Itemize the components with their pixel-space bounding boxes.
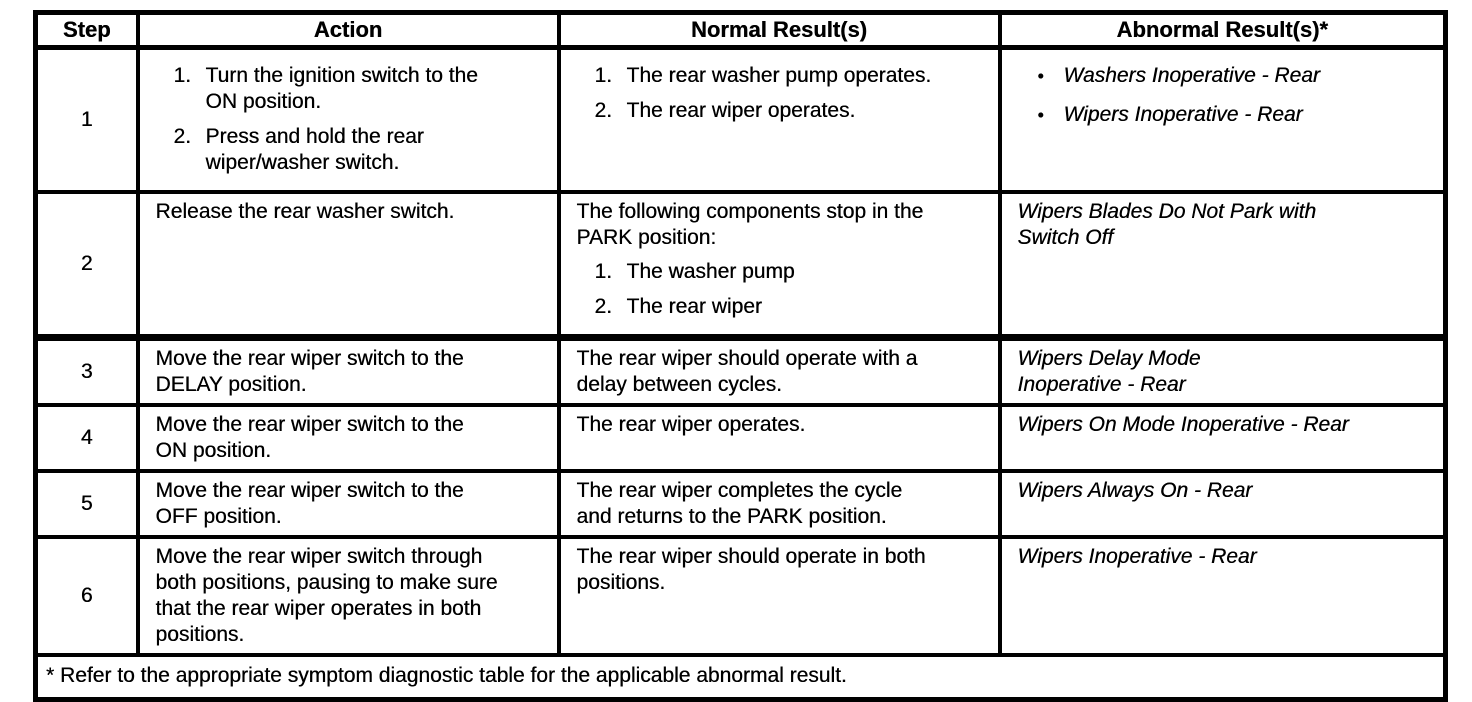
document-page: Step Action Normal Result(s) Abnormal Re… [33, 10, 1448, 702]
list-item: 2. Press and hold the rear wiper/washer s… [174, 124, 549, 176]
cell-text: The rear wiper operates. [576, 413, 806, 436]
list-item-text: The rear wiper [626, 295, 762, 318]
abnormal-cell: Wipers Always On - Rear [997, 469, 1448, 539]
table-header: Step Action Normal Result(s) Abnormal Re… [33, 10, 1448, 50]
list-item-text: Turn the ignition switch to the ON posit… [205, 64, 478, 113]
column-header-action: Action [135, 10, 561, 50]
list-item-text: The rear wiper operates. [626, 99, 856, 122]
step-cell: 1 [33, 45, 140, 194]
normal-cell: The rear wiper should operate in both po… [556, 535, 1002, 657]
list-item-text: The rear washer pump operates. [626, 64, 932, 87]
step-cell: 2 [33, 190, 140, 340]
list-number: 2. [173, 125, 192, 148]
cell-text: Wipers Delay Mode Inoperative - Rear [1017, 347, 1201, 396]
step-cell: 6 [33, 535, 140, 657]
list-item: 1. The washer pump [595, 259, 990, 285]
cell-text: Wipers Inoperative - Rear [1017, 545, 1257, 568]
abnormal-cell: Wipers Delay Mode Inoperative - Rear [997, 334, 1448, 407]
normal-cell: 1. The rear washer pump operates. 2. The re… [556, 45, 1002, 194]
numbered-list: 1. The rear washer pump operates. 2. The re… [595, 63, 990, 124]
action-cell: Move the rear wiper switch to the DELAY … [135, 334, 561, 407]
list-number: 1. [594, 260, 613, 283]
cell-text: Wipers Always On - Rear [1017, 479, 1253, 502]
list-number: 2. [594, 99, 613, 122]
list-item-text: Press and hold the rear wiper/washer swi… [205, 125, 424, 174]
table-body: 1 1. Turn the ignition switch to the ON po… [33, 45, 1448, 657]
action-cell: Move the rear wiper switch to the OFF po… [135, 469, 561, 539]
bullet-icon: • [1037, 66, 1044, 86]
table-row: 1 1. Turn the ignition switch to the ON po… [33, 45, 1448, 194]
diagnostic-table: Step Action Normal Result(s) Abnormal Re… [33, 10, 1448, 702]
cell-text: The rear wiper completes the cycle and r… [576, 479, 903, 528]
cell-text: The rear wiper should operate with a del… [576, 347, 918, 396]
list-number: 2. [594, 295, 613, 318]
cell-text: Move the rear wiper switch to the ON pos… [155, 413, 464, 462]
step-cell: 4 [33, 403, 140, 473]
abnormal-cell: Wipers Blades Do Not Park with Switch Of… [997, 190, 1448, 340]
cell-text: Move the rear wiper switch to the DELAY … [155, 347, 464, 396]
table-row: 3 Move the rear wiper switch to the DELAY… [33, 334, 1448, 407]
cell-text: Wipers Blades Do Not Park with Switch Of… [1017, 200, 1317, 249]
action-cell: Release the rear washer switch. [135, 190, 561, 340]
abnormal-cell: Wipers On Mode Inoperative - Rear [997, 403, 1448, 473]
abnormal-cell: • Washers Inoperative - Rear • Wipers Inope… [997, 45, 1448, 194]
step-cell: 3 [33, 334, 140, 407]
step-cell: 5 [33, 469, 140, 539]
column-header-step: Step [33, 10, 140, 50]
table-footer: * Refer to the appropriate symptom diagn… [33, 653, 1448, 702]
bullet-list: • Washers Inoperative - Rear • Wipers Inope… [1038, 63, 1436, 128]
footnote-row: * Refer to the appropriate symptom diagn… [33, 653, 1448, 702]
list-item: 2. The rear wiper [595, 294, 990, 320]
footnote: * Refer to the appropriate symptom diagn… [33, 653, 1448, 702]
abnormal-cell: Wipers Inoperative - Rear [997, 535, 1448, 657]
action-cell: Move the rear wiper switch through both … [135, 535, 561, 657]
normal-cell: The rear wiper should operate with a del… [556, 334, 1002, 407]
numbered-list: 1. Turn the ignition switch to the ON pos… [174, 63, 549, 176]
list-number: 1. [173, 64, 192, 87]
bullet-item: • Washers Inoperative - Rear [1038, 63, 1436, 89]
bullet-item: • Wipers Inoperative - Rear [1038, 102, 1436, 128]
table-row: 5 Move the rear wiper switch to the OFF p… [33, 469, 1448, 539]
bullet-icon: • [1037, 105, 1044, 125]
list-item: 1. Turn the ignition switch to the ON pos… [174, 63, 549, 115]
table-row: 4 Move the rear wiper switch to the ON po… [33, 403, 1448, 473]
normal-cell: The rear wiper completes the cycle and r… [556, 469, 1002, 539]
list-item-text: The washer pump [626, 260, 795, 283]
cell-text: Release the rear washer switch. [155, 200, 455, 223]
action-cell: Move the rear wiper switch to the ON pos… [135, 403, 561, 473]
bullet-item-text: Wipers Inoperative - Rear [1063, 103, 1303, 126]
cell-text: The following components stop in the PAR… [576, 200, 924, 249]
table-row: 2 Release the rear washer switch. The foll… [33, 190, 1448, 340]
list-number: 1. [594, 64, 613, 87]
column-header-abnormal-results: Abnormal Result(s)* [997, 10, 1448, 50]
cell-text: Wipers On Mode Inoperative - Rear [1017, 413, 1349, 436]
action-cell: 1. Turn the ignition switch to the ON pos… [135, 45, 561, 194]
header-row: Step Action Normal Result(s) Abnormal Re… [33, 10, 1448, 50]
list-item: 2. The rear wiper operates. [595, 98, 990, 124]
cell-text: The rear wiper should operate in both po… [576, 545, 926, 594]
list-item: 1. The rear washer pump operates. [595, 63, 990, 89]
cell-text: Move the rear wiper switch to the OFF po… [155, 479, 464, 528]
normal-cell: The following components stop in the PAR… [556, 190, 1002, 340]
column-header-normal-results: Normal Result(s) [556, 10, 1002, 50]
cell-text: Move the rear wiper switch through both … [155, 545, 498, 646]
normal-cell: The rear wiper operates. [556, 403, 1002, 473]
bullet-item-text: Washers Inoperative - Rear [1063, 64, 1320, 87]
numbered-list: 1. The washer pump 2. The rear wiper [595, 259, 990, 320]
